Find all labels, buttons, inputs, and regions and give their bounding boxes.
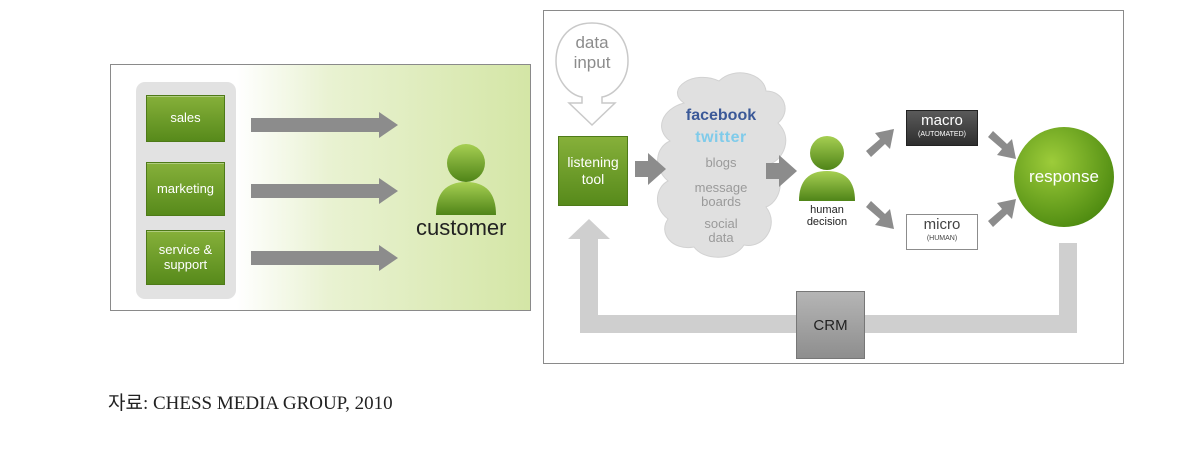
arrow-marketing-to-customer xyxy=(251,178,398,204)
response-circle xyxy=(1014,127,1114,227)
social-data-label: social data xyxy=(704,216,738,245)
arrow-human-to-micro xyxy=(866,201,894,229)
response-label: response xyxy=(1029,167,1099,186)
macro-label: macro xyxy=(921,112,963,129)
social-media-cloud xyxy=(657,72,787,258)
department-sales: sales xyxy=(146,95,225,142)
arrow-sales-to-customer xyxy=(251,112,398,138)
department-marketing: marketing xyxy=(146,162,225,216)
listening-tool-box: listening tool xyxy=(558,136,628,206)
macro-box: macro (AUTOMATED) xyxy=(906,110,978,146)
department-group: sales marketing service & support xyxy=(136,82,236,299)
twitter-label: twitter xyxy=(695,129,747,146)
arrow-cloud-to-human xyxy=(766,155,797,187)
data-input-label: data input xyxy=(573,33,611,73)
customer-label: customer xyxy=(416,215,507,240)
blogs-label: blogs xyxy=(705,155,737,170)
message-boards-label: message boards xyxy=(694,180,748,209)
arrow-human-to-macro xyxy=(866,129,894,157)
human-decision-person-icon xyxy=(799,136,855,201)
micro-box: micro (HUMAN) xyxy=(906,214,978,250)
data-input-bubble xyxy=(555,22,629,127)
micro-label: micro xyxy=(923,216,961,233)
arrow-service-to-customer xyxy=(251,245,398,271)
arrow-tool-to-cloud xyxy=(635,153,666,185)
arrow-macro-to-response xyxy=(988,131,1016,159)
macro-sublabel: (AUTOMATED) xyxy=(918,131,966,138)
arrow-micro-to-response xyxy=(988,199,1016,227)
left-diagram-panel: sales marketing service & support custom… xyxy=(110,64,531,311)
customer-person-icon xyxy=(436,144,496,215)
human-decision-label: human decision xyxy=(806,204,848,228)
crm-feedback-loop xyxy=(568,219,1077,333)
right-diagram-panel: data input listening tool facebook twitt… xyxy=(543,10,1124,364)
left-diagram-arrows xyxy=(251,112,496,271)
facebook-label: facebook xyxy=(685,107,757,124)
right-diagram-graphics xyxy=(555,22,1114,333)
crm-box: CRM xyxy=(796,291,865,359)
micro-sublabel: (HUMAN) xyxy=(926,235,958,242)
department-service-support: service & support xyxy=(146,230,225,285)
source-caption: 자료: CHESS MEDIA GROUP, 2010 xyxy=(108,393,393,414)
